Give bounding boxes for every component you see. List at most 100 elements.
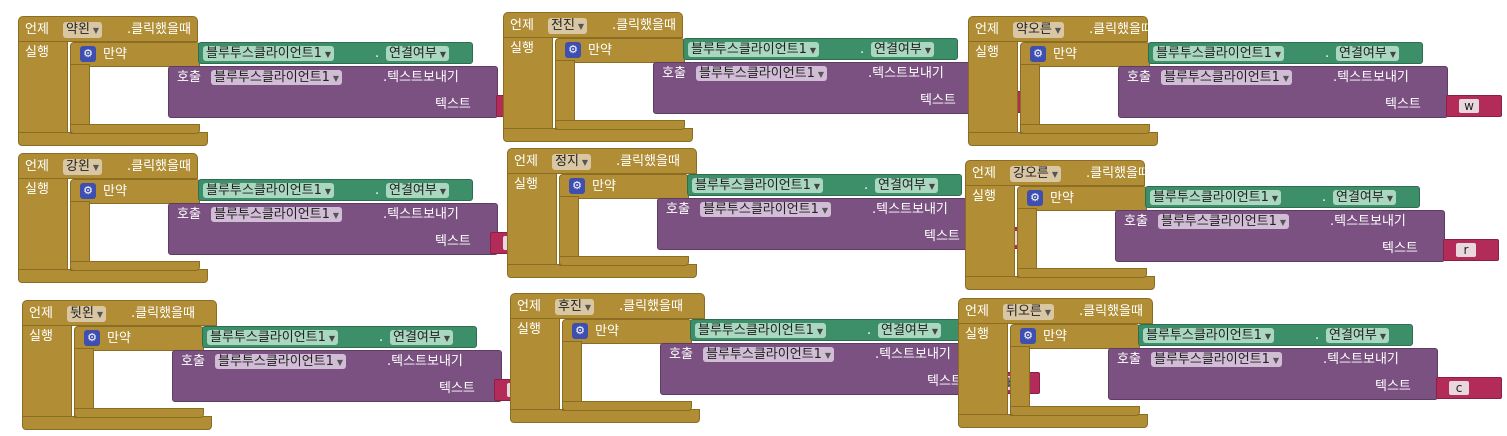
send-text-call[interactable]: 호출 블루투스클라이언트1▼ .텍스트보내기 텍스트 xyxy=(168,66,498,118)
component-dropdown[interactable]: 블루투스클라이언트1▼ xyxy=(1151,352,1283,367)
property-dropdown[interactable]: 연결여부▼ xyxy=(386,183,449,198)
text-literal[interactable]: r xyxy=(1443,239,1499,261)
event-footer xyxy=(18,132,208,146)
send-text-call[interactable]: 호출 블루투스클라이언트1▼ .텍스트보내기 텍스트 xyxy=(653,62,983,114)
text-value[interactable]: c xyxy=(1449,381,1469,395)
property-dropdown[interactable]: 연결여부▼ xyxy=(1336,46,1399,61)
button-dropdown[interactable]: 정지▼ xyxy=(552,154,592,170)
event-block-8[interactable]: 언제 뒤오른▼ .클릭했을때 실행 만약 이라면 실행 ⚙ 블루투스클라이언트1… xyxy=(958,298,1502,433)
text-literal[interactable]: w xyxy=(1446,95,1502,117)
component-dropdown[interactable]: 블루투스클라이언트1▼ xyxy=(696,66,828,81)
component-dropdown[interactable]: 블루투스클라이언트1▼ xyxy=(203,183,335,198)
button-dropdown[interactable]: 뒤오른▼ xyxy=(1003,304,1055,320)
component-dropdown[interactable]: 블루투스클라이언트1▼ xyxy=(1143,328,1275,343)
component-dropdown[interactable]: 블루투스클라이언트1▼ xyxy=(692,178,824,193)
gear-icon[interactable]: ⚙ xyxy=(1030,46,1046,62)
if-footer xyxy=(562,401,692,411)
gear-icon[interactable]: ⚙ xyxy=(572,323,588,339)
event-body: 실행 xyxy=(510,318,560,418)
text-param-label: 텍스트 xyxy=(439,381,475,396)
event-block-5[interactable]: 언제 강오른▼ .클릭했을때 실행 만약 이라면 실행 ⚙ 블루투스클라이언트1… xyxy=(965,160,1499,295)
component-dropdown[interactable]: 블루투스클라이언트1▼ xyxy=(1158,214,1290,229)
property-dropdown[interactable]: 연결여부▼ xyxy=(386,46,449,61)
dot-separator: . xyxy=(860,42,865,57)
button-dropdown[interactable]: 약왼▼ xyxy=(63,22,103,38)
component-dropdown[interactable]: 블루투스클라이언트1▼ xyxy=(700,202,832,217)
is-connected-getter[interactable]: 블루투스클라이언트1▼ . 연결여부▼ xyxy=(690,319,965,341)
send-text-call[interactable]: 호출 블루투스클라이언트1▼ .텍스트보내기 텍스트 xyxy=(172,350,502,402)
property-dropdown[interactable]: 연결여부▼ xyxy=(878,323,941,338)
text-value[interactable]: w xyxy=(1459,99,1479,113)
send-text-call[interactable]: 호출 블루투스클라이언트1▼ .텍스트보내기 텍스트 xyxy=(1115,210,1445,262)
text-literal[interactable]: c xyxy=(1436,377,1502,399)
chevron-down-icon: ▼ xyxy=(439,187,446,196)
if-block[interactable]: 만약 이라면 실행 xyxy=(70,42,200,84)
event-block-2[interactable]: 언제 약오른▼ .클릭했을때 실행 만약 이라면 실행 ⚙ 블루투스클라이언트1… xyxy=(968,16,1502,151)
text-param-label: 텍스트 xyxy=(927,374,963,389)
event-block-1[interactable]: 언제 전진▼ .클릭했을때 실행 만약 이라면 실행 ⚙ 블루투스클라이언트1▼… xyxy=(503,12,1033,147)
property-dropdown[interactable]: 연결여부▼ xyxy=(871,42,934,57)
is-connected-getter[interactable]: 블루투스클라이언트1▼ . 연결여부▼ xyxy=(687,174,962,196)
text-value[interactable]: r xyxy=(1456,243,1476,257)
event-block-3[interactable]: 언제 강왼▼ .클릭했을때 실행 만약 이라면 실행 ⚙ 블루투스클라이언트1▼… xyxy=(18,153,542,288)
send-text-call[interactable]: 호출 블루투스클라이언트1▼ .텍스트보내기 텍스트 xyxy=(657,198,987,250)
event-block-6[interactable]: 언제 뒷왼▼ .클릭했을때 실행 만약 이라면 실행 ⚙ 블루투스클라이언트1▼… xyxy=(22,300,546,435)
button-dropdown[interactable]: 전진▼ xyxy=(548,18,588,34)
then-do-label: 이라면 실행 xyxy=(1028,213,1092,228)
button-name: 강왼 xyxy=(66,159,90,174)
send-text-call[interactable]: 호출 블루투스클라이언트1▼ .텍스트보내기 텍스트 xyxy=(168,203,498,255)
is-connected-getter[interactable]: 블루투스클라이언트1▼ . 연결여부▼ xyxy=(1145,186,1420,208)
component-dropdown[interactable]: 블루투스클라이언트1▼ xyxy=(203,46,335,61)
component-dropdown[interactable]: 블루투스클라이언트1▼ xyxy=(211,70,343,85)
gear-icon[interactable]: ⚙ xyxy=(80,183,96,199)
component-dropdown[interactable]: 블루투스클라이언트1▼ xyxy=(1150,190,1282,205)
event-block-0[interactable]: 언제 약왼▼ .클릭했을때 실행 만약 이라면 실행 ⚙ 블루투스클라이언트1▼… xyxy=(18,16,548,151)
component-dropdown[interactable]: 블루투스클라이언트1▼ xyxy=(207,330,339,345)
component-name: 블루투스클라이언트1 xyxy=(703,202,819,217)
if-footer xyxy=(555,120,685,130)
is-connected-getter[interactable]: 블루투스클라이언트1▼ . 연결여부▼ xyxy=(1148,42,1423,64)
button-dropdown[interactable]: 뒷왼▼ xyxy=(67,306,107,322)
is-connected-getter[interactable]: 블루투스클라이언트1▼ . 연결여부▼ xyxy=(683,38,958,60)
component-dropdown[interactable]: 블루투스클라이언트1▼ xyxy=(688,42,820,57)
property-dropdown[interactable]: 연결여부▼ xyxy=(1333,190,1396,205)
send-text-call[interactable]: 호출 블루투스클라이언트1▼ .텍스트보내기 텍스트 xyxy=(1108,348,1438,400)
method-label: .텍스트보내기 xyxy=(1330,214,1406,229)
event-block-4[interactable]: 언제 정지▼ .클릭했을때 실행 만약 이라면 실행 ⚙ 블루투스클라이언트1▼… xyxy=(507,148,1037,283)
when-label: 언제 xyxy=(510,18,534,33)
if-label: 만약 xyxy=(103,47,127,62)
component-dropdown[interactable]: 블루투스클라이언트1▼ xyxy=(703,347,835,362)
is-connected-getter[interactable]: 블루투스클라이언트1▼ . 연결여부▼ xyxy=(198,42,473,64)
is-connected-getter[interactable]: 블루투스클라이언트1▼ . 연결여부▼ xyxy=(198,179,473,201)
gear-icon[interactable]: ⚙ xyxy=(84,330,100,346)
button-dropdown[interactable]: 강왼▼ xyxy=(63,159,103,175)
component-dropdown[interactable]: 블루투스클라이언트1▼ xyxy=(211,207,343,222)
gear-icon[interactable]: ⚙ xyxy=(565,42,581,58)
property-dropdown[interactable]: 연결여부▼ xyxy=(1326,328,1389,343)
component-dropdown[interactable]: 블루투스클라이언트1▼ xyxy=(1161,70,1293,85)
is-connected-getter[interactable]: 블루투스클라이언트1▼ . 연결여부▼ xyxy=(202,326,477,348)
gear-icon[interactable]: ⚙ xyxy=(1020,328,1036,344)
component-dropdown[interactable]: 블루투스클라이언트1▼ xyxy=(695,323,827,338)
property-dropdown[interactable]: 연결여부▼ xyxy=(390,330,453,345)
send-text-call[interactable]: 호출 블루투스클라이언트1▼ .텍스트보내기 텍스트 xyxy=(1118,66,1448,118)
gear-icon[interactable]: ⚙ xyxy=(1027,190,1043,206)
chevron-down-icon: ▼ xyxy=(332,211,340,220)
gear-icon[interactable]: ⚙ xyxy=(569,178,585,194)
component-dropdown[interactable]: 블루투스클라이언트1▼ xyxy=(1153,46,1285,61)
button-dropdown[interactable]: 후진▼ xyxy=(555,299,595,315)
is-connected-getter[interactable]: 블루투스클라이언트1▼ . 연결여부▼ xyxy=(1138,324,1413,346)
send-text-call[interactable]: 호출 블루투스클라이언트1▼ .텍스트보내기 텍스트 xyxy=(660,343,990,395)
component-dropdown[interactable]: 블루투스클라이언트1▼ xyxy=(215,354,347,369)
button-dropdown[interactable]: 강오른▼ xyxy=(1010,166,1062,182)
chevron-down-icon: ▼ xyxy=(821,206,829,215)
do-label: 실행 xyxy=(972,189,996,204)
gear-icon[interactable]: ⚙ xyxy=(80,46,96,62)
if-label: 만약 xyxy=(588,43,612,58)
event-body: 실행 xyxy=(507,173,557,273)
event-header: 언제 강왼▼ .클릭했을때 xyxy=(18,153,198,179)
chevron-down-icon: ▼ xyxy=(1051,170,1059,179)
event-block-7[interactable]: 언제 후진▼ .클릭했을때 실행 만약 이라면 실행 ⚙ 블루투스클라이언트1▼… xyxy=(510,293,1040,428)
button-dropdown[interactable]: 약오른▼ xyxy=(1013,22,1065,38)
property-dropdown[interactable]: 연결여부▼ xyxy=(875,178,938,193)
